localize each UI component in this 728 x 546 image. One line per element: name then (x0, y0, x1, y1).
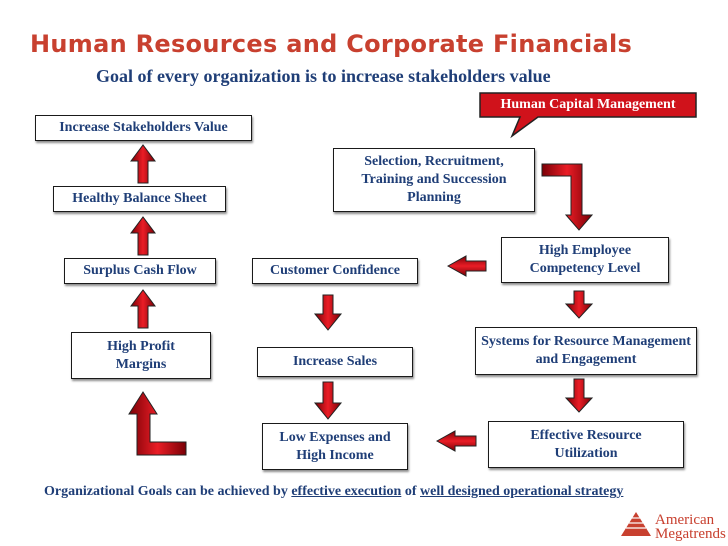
arrow-down-icon (564, 290, 594, 319)
box-effective-resource-utilization: Effective Resource Utilization (488, 421, 684, 468)
callout-human-capital: Human Capital Management (500, 97, 676, 112)
logo-line-2: Megatrends (655, 526, 726, 542)
box-customer-confidence: Customer Confidence (252, 258, 418, 284)
arrow-left-icon (435, 430, 477, 452)
company-logo-text: American Megatrends (655, 512, 726, 542)
box-selection-recruitment: Selection, Recruitment, Training and Suc… (333, 148, 535, 212)
arrow-down-icon (313, 381, 343, 420)
footer-link-operational-strategy: well designed operational strategy (420, 484, 624, 499)
arrow-down-icon (564, 378, 594, 413)
box-high-employee-competency: High Employee Competency Level (501, 237, 669, 283)
footer-text-1: Organizational Goals can be achieved by (44, 484, 292, 499)
box-increase-stakeholders-value: Increase Stakeholders Value (35, 115, 252, 141)
curved-down-arrow-icon (541, 163, 594, 231)
box-surplus-cash-flow: Surplus Cash Flow (64, 258, 216, 284)
box-increase-sales: Increase Sales (257, 347, 413, 377)
arrow-left-icon (446, 255, 487, 277)
footer-text-2: of (401, 484, 421, 499)
arrow-up-icon (130, 144, 156, 184)
callout-bubble (479, 92, 697, 139)
footer-statement: Organizational Goals can be achieved by … (44, 484, 623, 500)
arrow-down-icon (313, 294, 343, 331)
arrow-up-icon (130, 216, 156, 256)
page-subtitle: Goal of every organization is to increas… (96, 66, 551, 86)
box-healthy-balance-sheet: Healthy Balance Sheet (53, 186, 226, 212)
arrow-up-icon (130, 289, 156, 329)
box-high-profit-margins: High Profit Margins (71, 332, 211, 379)
curved-up-arrow-icon (128, 391, 187, 456)
company-logo-icon (621, 512, 651, 536)
box-systems-resource-management: Systems for Resource Management and Enga… (475, 327, 697, 375)
logo-line-1: American (655, 512, 715, 528)
box-low-expenses: Low Expenses and High Income (262, 423, 408, 470)
page-title: Human Resources and Corporate Financials (30, 30, 633, 58)
footer-link-effective-execution: effective execution (291, 484, 402, 499)
